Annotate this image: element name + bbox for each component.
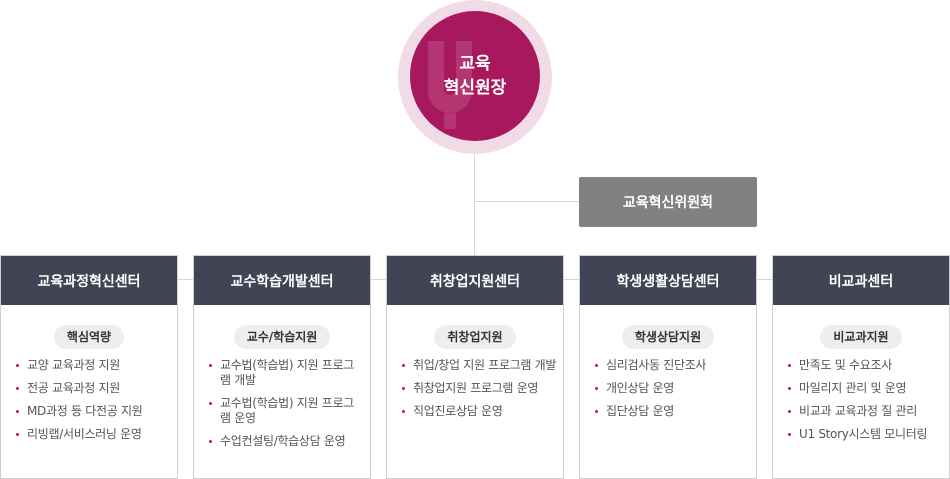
head-title-line2: 혁신원장 [443, 78, 507, 98]
center-tag: 핵심역량 [53, 325, 125, 349]
list-item: 만족도 및 수요조사 [788, 358, 943, 373]
center-item-list: 만족도 및 수요조사 마일리지 관리 및 운영 비교과 교육과정 질 관리 U1… [773, 358, 949, 442]
list-item: 취창업지원 프로그램 운영 [402, 381, 557, 396]
list-item: 전공 교육과정 지원 [16, 381, 171, 396]
list-item: 개인상담 운영 [595, 381, 750, 396]
center-item-list: 취업/창업 지원 프로그램 개발 취창업지원 프로그램 운영 직업진로상담 운영 [387, 358, 563, 419]
center-card-extracurricular: 비교과센터 비교과지원 만족도 및 수요조사 마일리지 관리 및 운영 비교과 … [772, 255, 950, 479]
center-tag: 취창업지원 [434, 325, 516, 349]
list-item: MD과정 등 다전공 지원 [16, 404, 171, 419]
center-card-career: 취창업지원센터 취창업지원 취업/창업 지원 프로그램 개발 취창업지원 프로그… [386, 255, 564, 479]
logo-watermark-icon [428, 41, 472, 129]
center-name: 취창업지원센터 [429, 273, 521, 290]
center-item-list: 교양 교육과정 지원 전공 교육과정 지원 MD과정 등 다전공 지원 리빙랩/… [1, 358, 177, 442]
list-item: 교수법(학습법) 지원 프로그램 개발 [209, 358, 364, 388]
center-header: 교수학습개발센터 [194, 256, 370, 305]
center-header: 비교과센터 [773, 256, 949, 305]
center-name: 교육과정혁신센터 [37, 273, 141, 290]
list-item: 교수법(학습법) 지원 프로그램 운영 [209, 396, 364, 426]
center-tag: 교수/학습지원 [233, 325, 331, 349]
committee-label: 교육혁신위원회 [622, 195, 714, 211]
center-card-teaching: 교수학습개발센터 교수/학습지원 교수법(학습법) 지원 프로그램 개발 교수법… [193, 255, 371, 479]
center-name: 교수학습개발센터 [230, 273, 334, 290]
committee-box: 교육혁신위원회 [579, 177, 757, 227]
center-item-list: 심리검사동 진단조사 개인상담 운영 집단상담 운영 [580, 358, 756, 419]
list-item: 취업/창업 지원 프로그램 개발 [402, 358, 557, 373]
center-name: 비교과센터 [828, 273, 894, 290]
center-card-counseling: 학생생활상담센터 학생상담지원 심리검사동 진단조사 개인상담 운영 집단상담 … [579, 255, 757, 479]
center-header: 취창업지원센터 [387, 256, 563, 305]
list-item: 집단상담 운영 [595, 404, 750, 419]
list-item: 직업진로상담 운영 [402, 404, 557, 419]
connector-vertical [474, 150, 475, 255]
center-tag: 비교과지원 [820, 325, 902, 349]
center-name: 학생생활상담센터 [616, 273, 720, 290]
center-tag: 학생상담지원 [621, 325, 715, 349]
list-item: 교양 교육과정 지원 [16, 358, 171, 373]
list-item: 수업컨설팅/학습상담 운영 [209, 434, 364, 449]
head-node: 교육 혁신원장 [410, 11, 540, 141]
center-card-curriculum: 교육과정혁신센터 핵심역량 교양 교육과정 지원 전공 교육과정 지원 MD과정… [0, 255, 178, 479]
list-item: 심리검사동 진단조사 [595, 358, 750, 373]
head-title-line1: 교육 [459, 54, 491, 74]
list-item: 비교과 교육과정 질 관리 [788, 404, 943, 419]
list-item: 마일리지 관리 및 운영 [788, 381, 943, 396]
list-item: 리빙랩/서비스러닝 운영 [16, 427, 171, 442]
center-header: 학생생활상담센터 [580, 256, 756, 305]
center-header: 교육과정혁신센터 [1, 256, 177, 305]
connector-committee [475, 201, 579, 202]
list-item: U1 Story시스템 모니터링 [788, 427, 943, 442]
center-item-list: 교수법(학습법) 지원 프로그램 개발 교수법(학습법) 지원 프로그램 운영 … [194, 358, 370, 449]
